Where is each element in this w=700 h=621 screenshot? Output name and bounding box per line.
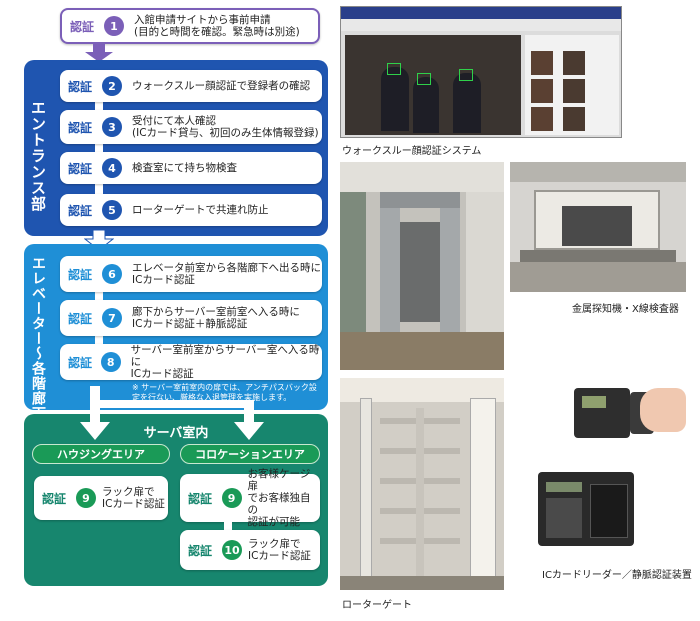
step-3: 認証 3 受付にて本人確認 (ICカード貸与、初回のみ生体情報登録) bbox=[60, 110, 322, 144]
auth-tag: 認証 bbox=[68, 120, 93, 135]
auth-tag: 認証 bbox=[42, 491, 67, 506]
xray-machine-photo bbox=[510, 162, 686, 292]
auth-tag: 認証 bbox=[68, 355, 93, 370]
flow-connector bbox=[95, 80, 103, 220]
step-text: 検査室にて持ち物検査 bbox=[132, 162, 237, 174]
metal-detector-photo bbox=[340, 162, 504, 370]
step-subtext: ICカード認証 bbox=[130, 368, 194, 380]
auth-tag: 認証 bbox=[68, 203, 93, 218]
step-text: エレベータ前室から各階廊下へ出る時に bbox=[132, 262, 321, 274]
auth-tag: 認証 bbox=[188, 491, 213, 506]
ic-card-reader-photo bbox=[536, 470, 636, 550]
face-recognition-caption: ウォークスルー顔認証システム bbox=[342, 146, 482, 157]
step-number: 6 bbox=[102, 264, 122, 284]
step-text: 廊下からサーバー室前室へ入る時に bbox=[132, 306, 300, 318]
rotor-gate-caption: ローターゲート bbox=[342, 600, 412, 611]
step-number: 4 bbox=[102, 158, 122, 178]
step-4: 認証 4 検査室にて持ち物検査 bbox=[60, 152, 322, 184]
step-subtext: (ICカード貸与、初回のみ生体情報登録) bbox=[132, 127, 319, 139]
ic-card-reader-caption: ICカードリーダー／静脈認証装置 bbox=[542, 570, 692, 581]
auth-tag: 認証 bbox=[68, 161, 93, 176]
step-text: ウォークスルー顔認証で登録者の確認 bbox=[132, 80, 311, 92]
step-number: 3 bbox=[102, 117, 122, 137]
step-text: ラック扉で bbox=[248, 538, 301, 550]
step-text: でお客様独自の bbox=[247, 492, 311, 516]
rotor-gate-photo bbox=[340, 378, 504, 590]
flow-connector bbox=[224, 520, 232, 532]
step-subtext: ICカード認証 bbox=[102, 498, 165, 510]
step-number: 10 bbox=[222, 540, 242, 560]
face-recognition-photo bbox=[340, 6, 622, 138]
auth-tag: 認証 bbox=[188, 543, 213, 558]
server-section-label: サーバ室内 bbox=[143, 426, 209, 441]
split-arrow-icon bbox=[80, 386, 264, 440]
step-6: 認証 6 エレベータ前室から各階廊下へ出る時に ICカード認証 bbox=[60, 256, 322, 292]
step-text: 入館申請サイトから事前申請 bbox=[134, 14, 271, 26]
step-number: 5 bbox=[102, 200, 122, 220]
flow-diagram: 認証 1 入館申請サイトから事前申請 (目的と時間を確認。緊急時は別途) エント… bbox=[0, 0, 340, 621]
auth-tag: 認証 bbox=[68, 79, 93, 94]
auth-tag: 認証 bbox=[68, 311, 93, 326]
step-7: 認証 7 廊下からサーバー室前室へ入る時に ICカード認証＋静脈認証 bbox=[60, 300, 322, 336]
colocation-step-10: 認証 10 ラック扉で ICカード認証 bbox=[180, 530, 320, 570]
vein-reader-photo bbox=[570, 384, 690, 464]
step-number: 7 bbox=[102, 308, 122, 328]
step-number: 9 bbox=[76, 488, 96, 508]
step-5: 認証 5 ローターゲートで共連れ防止 bbox=[60, 194, 322, 226]
auth-tag: 認証 bbox=[68, 267, 93, 282]
elevator-section-label: エレベーター～各階廊下 bbox=[30, 256, 46, 421]
step-number: 8 bbox=[100, 352, 121, 372]
step-text: サーバー室前室からサーバー室へ入る時に bbox=[130, 344, 320, 368]
step-text: お客様ケージ扉 bbox=[247, 468, 311, 492]
step-8: 認証 8 サーバー室前室からサーバー室へ入る時に ICカード認証 bbox=[60, 344, 322, 380]
step-subtext: ICカード認証＋静脈認証 bbox=[132, 318, 248, 330]
step-subtext: ICカード認証 bbox=[248, 550, 311, 562]
housing-area-label: ハウジングエリア bbox=[32, 444, 170, 464]
step-number: 9 bbox=[221, 488, 242, 508]
colocation-step-9: 認証 9 お客様ケージ扉 でお客様独自の 認証が可能 bbox=[180, 468, 320, 528]
step-1: 認証 1 入館申請サイトから事前申請 (目的と時間を確認。緊急時は別途) bbox=[60, 8, 320, 44]
step-text: ラック扉で bbox=[102, 486, 155, 498]
anti-passback-note: ※ サーバー室前室内の扉では、アンチパスバック設定を行ない、厳格な入退管理を実施… bbox=[132, 383, 317, 402]
step-text: 認証が可能 bbox=[247, 516, 301, 528]
step-number: 2 bbox=[102, 76, 122, 96]
step-text: 受付にて本人確認 bbox=[132, 115, 216, 127]
metal-detector-caption: 金属探知機・X線検査器 bbox=[572, 304, 679, 315]
housing-step-9: 認証 9 ラック扉で ICカード認証 bbox=[34, 476, 168, 520]
auth-tag: 認証 bbox=[70, 19, 95, 34]
step-text: ローターゲートで共連れ防止 bbox=[132, 204, 269, 216]
step-subtext: (目的と時間を確認。緊急時は別途) bbox=[134, 26, 300, 38]
step-2: 認証 2 ウォークスルー顔認証で登録者の確認 bbox=[60, 70, 322, 102]
step-number: 1 bbox=[104, 16, 124, 36]
colocation-area-label: コロケーションエリア bbox=[180, 444, 320, 464]
step-subtext: ICカード認証 bbox=[132, 274, 195, 286]
entrance-section-label: エントランス部 bbox=[29, 100, 47, 212]
arrow-down-icon bbox=[85, 44, 113, 62]
